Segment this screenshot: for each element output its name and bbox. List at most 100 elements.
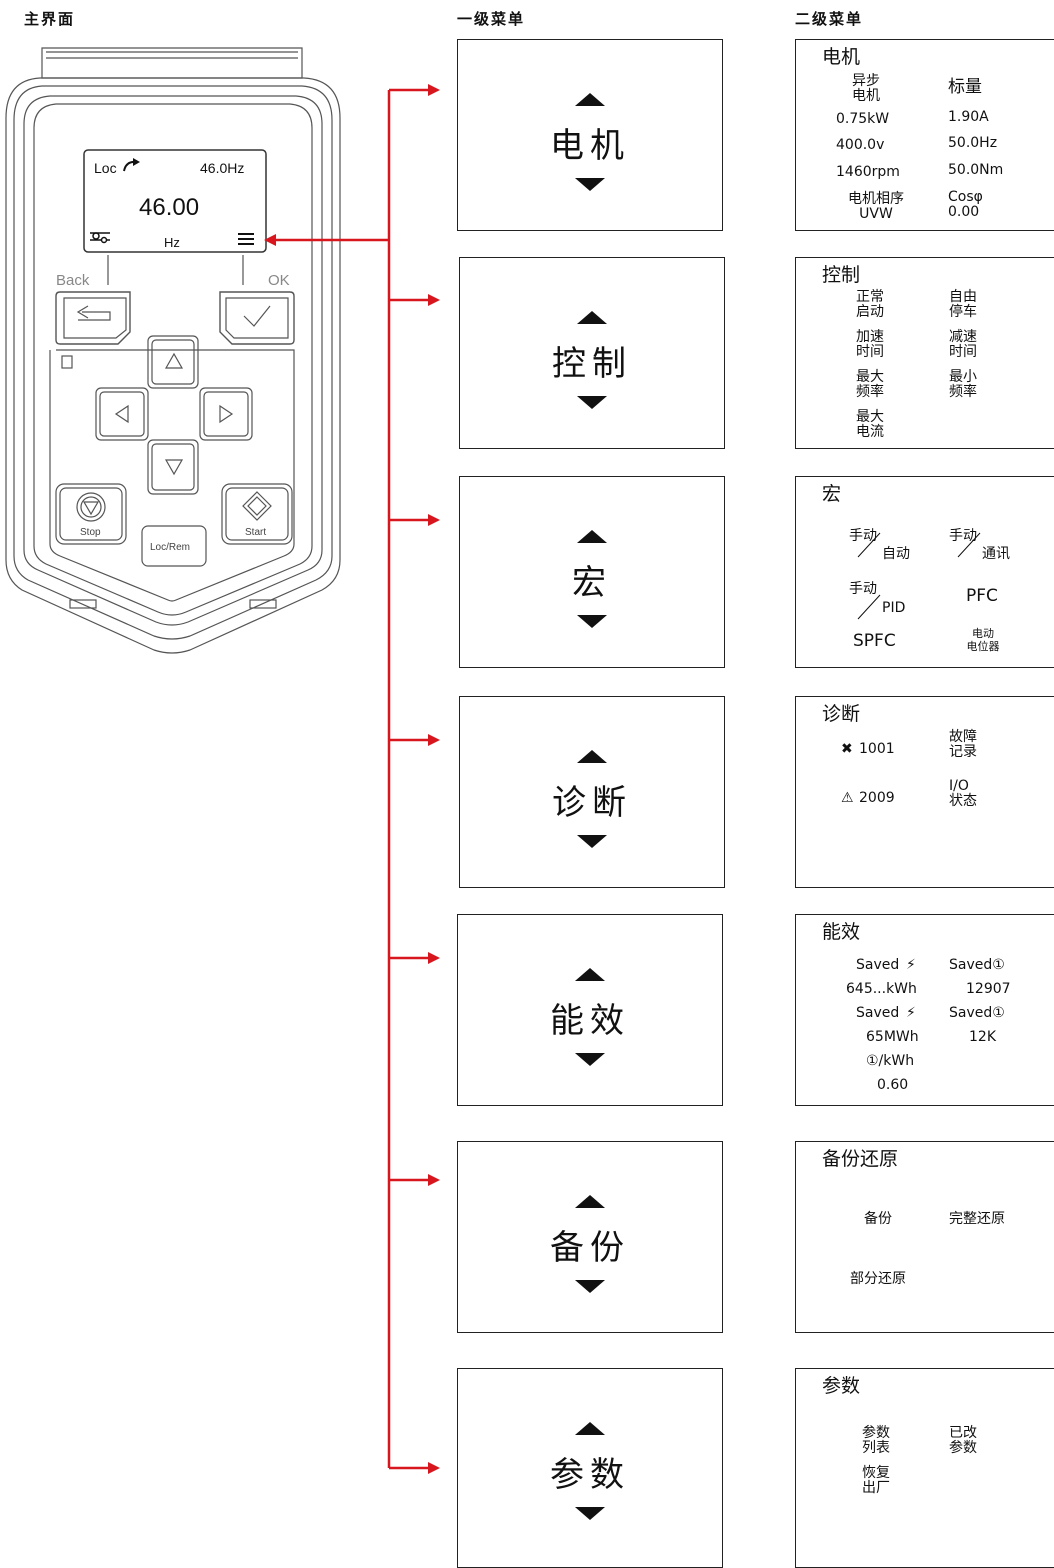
full-restore-item[interactable]: 完整还原: [949, 1211, 1005, 1227]
macro-auto[interactable]: 自动: [882, 546, 910, 562]
up-arrow-icon: [575, 1195, 605, 1208]
level2-title: 诊断: [822, 703, 861, 725]
screen-loc: Loc: [94, 160, 117, 176]
factory-reset-item[interactable]: 恢复 出厂: [862, 1465, 890, 1496]
level1-menu-macro[interactable]: 宏: [459, 476, 725, 668]
partial-restore-item[interactable]: 部分还原: [850, 1271, 906, 1287]
macro-motor-pot[interactable]: 电动 电位器: [966, 627, 1000, 653]
decel-time[interactable]: 减速 时间: [949, 329, 977, 360]
header-level1: 一级菜单: [457, 10, 526, 28]
warning-code[interactable]: 2009: [859, 790, 895, 806]
macro-slashes: [857, 532, 981, 620]
max-frequency[interactable]: 最大 频率: [856, 369, 884, 400]
menu-arrows: [264, 84, 440, 1474]
saved-money-value-2[interactable]: 12K: [969, 1029, 996, 1045]
level2-backup: 备份还原 备份 完整还原 部分还原: [795, 1141, 1054, 1333]
start-mode[interactable]: 正常 启动: [856, 289, 884, 320]
level2-title: 控制: [822, 264, 861, 286]
level1-menu-energy[interactable]: 能效: [457, 914, 723, 1106]
macro-hand2[interactable]: 手动: [949, 528, 977, 544]
screen-value: 46.00: [139, 194, 199, 221]
price-value[interactable]: 0.60: [877, 1077, 909, 1093]
control-mode[interactable]: 标量: [948, 77, 982, 97]
level1-label: 参数: [550, 1455, 630, 1495]
fault-icon: ✖: [841, 741, 853, 757]
panel-key-icons: [76, 305, 271, 327]
back-arrow-icon: [76, 305, 111, 321]
level2-title: 宏: [822, 483, 842, 505]
motor-phase-order[interactable]: 电机相序 UVW: [848, 191, 904, 222]
up-arrow-icon: [577, 530, 607, 543]
level2-title: 能效: [822, 921, 861, 943]
macro-pid[interactable]: PID: [882, 600, 906, 616]
header-main: 主界面: [24, 10, 76, 28]
saved-energy-label-2: Saved: [856, 1005, 900, 1021]
level1-menu-parameters[interactable]: 参数: [457, 1368, 723, 1568]
down-arrow-icon: [575, 1507, 605, 1520]
motor-voltage[interactable]: 400.0v: [836, 137, 885, 153]
accel-time[interactable]: 加速 时间: [856, 329, 884, 360]
macro-spfc[interactable]: SPFC: [853, 631, 896, 651]
level1-menu-backup[interactable]: 备份: [457, 1141, 723, 1333]
macro-hand[interactable]: 手动: [849, 528, 877, 544]
macro-pfc[interactable]: PFC: [966, 586, 998, 606]
up-arrow-icon: [575, 968, 605, 981]
level1-menu-motor[interactable]: 电机: [457, 39, 723, 231]
level2-control: 控制 正常 启动 自由 停车 加速 时间 减速 时间 最大 频率 最小 频率 最…: [795, 257, 1054, 449]
motor-speed[interactable]: 1460rpm: [836, 164, 900, 180]
motor-power[interactable]: 0.75kW: [836, 111, 890, 127]
back-label: Back: [56, 272, 90, 289]
ok-label: OK: [268, 272, 290, 289]
down-arrow-icon: [575, 1053, 605, 1066]
level2-title: 备份还原: [822, 1148, 899, 1170]
motor-cos-phi[interactable]: Cosφ 0.00: [948, 189, 983, 220]
start-label: Start: [245, 527, 266, 538]
level1-menu-control[interactable]: 控制: [459, 257, 725, 449]
down-arrow-icon: [577, 615, 607, 628]
screen-freq: 46.0Hz: [200, 160, 244, 176]
level2-diagnostics: 诊断 ✖ 1001 故障 记录 ⚠ 2009 I/O 状态: [795, 696, 1054, 888]
stop-mode[interactable]: 自由 停车: [949, 289, 977, 320]
up-arrow-icon: [577, 311, 607, 324]
menu-icon: [238, 233, 254, 245]
level1-label: 能效: [550, 1001, 630, 1041]
saved-money-label: Saved①: [949, 957, 1005, 973]
motor-type[interactable]: 异步 电机: [852, 73, 880, 104]
saved-energy-value-2[interactable]: 65MWh: [866, 1029, 919, 1045]
down-arrow-icon: [577, 835, 607, 848]
level2-motor: 电机 异步 电机 标量 0.75kW 1.90A 400.0v 50.0Hz 1…: [795, 39, 1054, 231]
max-current[interactable]: 最大 电流: [856, 409, 884, 440]
macro-comm[interactable]: 通讯: [982, 546, 1010, 562]
param-list-item[interactable]: 参数 列表: [862, 1425, 890, 1456]
level1-label: 备份: [550, 1228, 630, 1268]
screen-unit: Hz: [164, 235, 180, 250]
fault-code[interactable]: 1001: [859, 741, 895, 757]
macro-hand3[interactable]: 手动: [849, 581, 877, 597]
level1-label: 宏: [572, 563, 612, 603]
level2-title: 电机: [822, 46, 861, 68]
changed-params-item[interactable]: 已改 参数: [949, 1425, 977, 1456]
warning-icon: ⚠: [841, 790, 854, 806]
motor-frequency[interactable]: 50.0Hz: [948, 135, 998, 151]
io-status[interactable]: I/O 状态: [949, 778, 977, 809]
min-frequency[interactable]: 最小 频率: [949, 369, 977, 400]
level2-parameters: 参数 参数 列表 已改 参数 恢复 出厂: [795, 1368, 1054, 1568]
locrem-label: Loc/Rem: [150, 542, 190, 553]
panel-labels: Back OK Stop Loc/Rem Start: [56, 272, 290, 553]
down-arrow-icon: [575, 178, 605, 191]
header-level2: 二级菜单: [795, 10, 864, 28]
level1-label: 诊断: [552, 783, 632, 823]
backup-item[interactable]: 备份: [864, 1211, 892, 1227]
saved-energy-value[interactable]: 645...kWh: [846, 981, 917, 997]
level2-title: 参数: [822, 1375, 861, 1397]
down-arrow-icon: [577, 396, 607, 409]
motor-torque[interactable]: 50.0Nm: [948, 162, 1004, 178]
motor-current[interactable]: 1.90A: [948, 109, 989, 125]
energy-icon: ⚡: [906, 1005, 916, 1021]
level1-label: 电机: [550, 126, 630, 166]
fault-log[interactable]: 故障 记录: [949, 729, 977, 760]
level1-menu-diagnostics[interactable]: 诊断: [459, 696, 725, 888]
saved-money-value[interactable]: 12907: [966, 981, 1011, 997]
saved-money-label-2: Saved①: [949, 1005, 1005, 1021]
saved-energy-label: Saved: [856, 957, 900, 973]
